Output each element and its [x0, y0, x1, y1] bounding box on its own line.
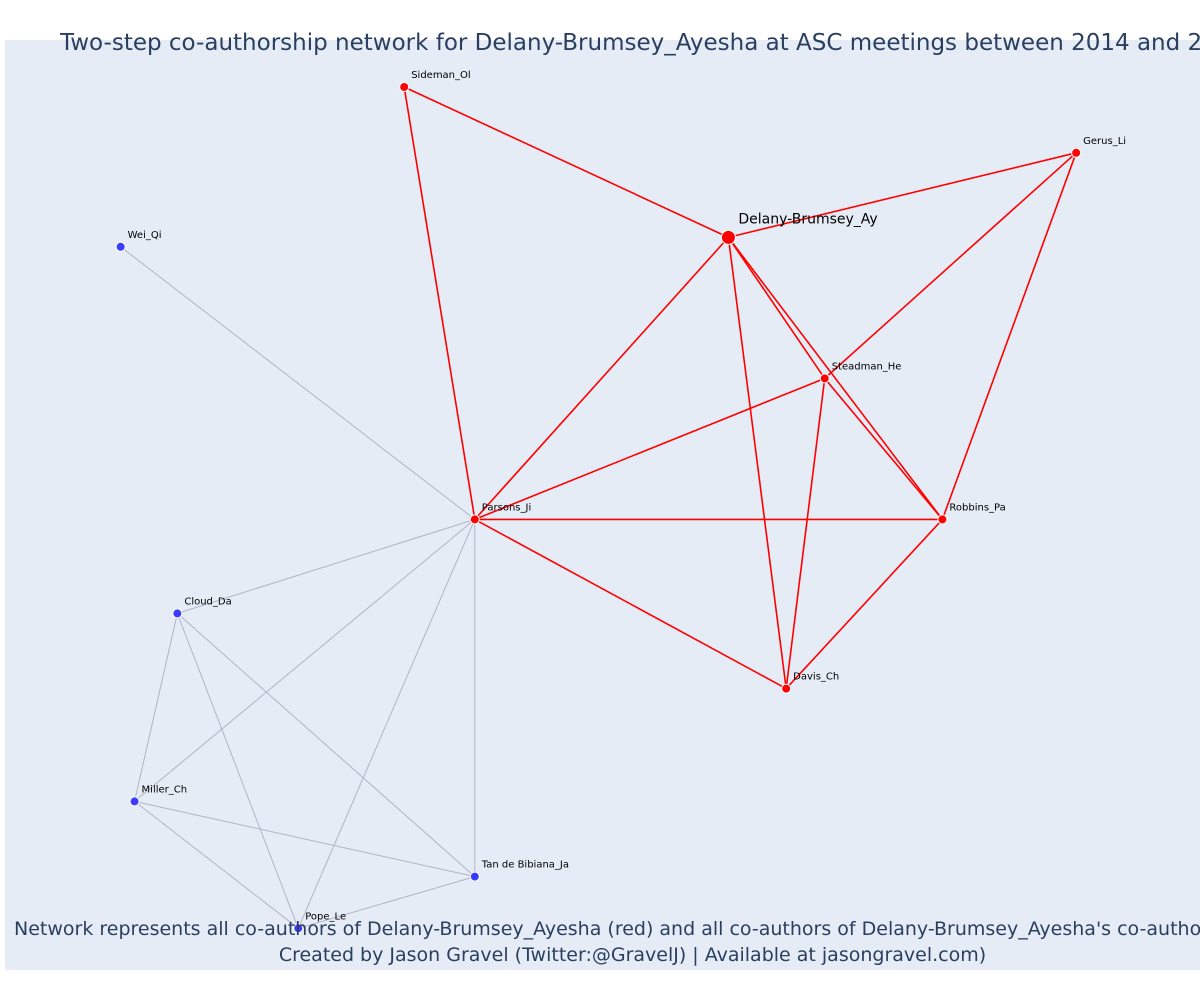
- edge-delany-brumsey-ay-parsons-ji: [474, 236, 729, 520]
- node-label-pope-le: Pope_Le: [305, 911, 346, 922]
- edge-delany-brumsey-ay-robbins-pa: [727, 236, 944, 520]
- node-steadman-he[interactable]: [819, 373, 830, 384]
- node-label-steadman-he: Steadman_He: [832, 361, 902, 372]
- node-label-miller-ch: Miller_Ch: [142, 784, 188, 795]
- edge-cloud-da-miller-ch: [134, 613, 178, 802]
- node-label-parsons-ji: Parsons_Ji: [482, 502, 531, 513]
- node-tan-de-bibiana-ja[interactable]: [469, 871, 480, 882]
- node-sideman-ol[interactable]: [399, 82, 410, 92]
- edges-layer: [120, 86, 1077, 929]
- edge-delany-brumsey-ay-davis-ch: [727, 237, 787, 689]
- node-robbins-pa[interactable]: [937, 514, 948, 525]
- node-label-wei-qi: Wei_Qi: [128, 230, 162, 241]
- node-cloud-da[interactable]: [172, 608, 183, 619]
- edge-robbins-pa-davis-ch: [785, 518, 943, 690]
- labels-layer: Delany-Brumsey_Ay Sideman_OlGerus_LiStead…: [128, 70, 1126, 922]
- edge-parsons-ji-cloud-da: [177, 518, 475, 614]
- node-label-tan-de-bibiana-ja: Tan de Bibiana_Ja: [481, 860, 569, 871]
- edge-sideman-ol-parsons-ji: [403, 86, 476, 520]
- edge-gerus-li-steadman-he: [824, 152, 1077, 379]
- edge-miller-ch-tan-de-bibiana-ja: [134, 800, 475, 878]
- edge-pope-le-tan-de-bibiana-ja: [298, 876, 475, 929]
- edge-parsons-ji-pope-le: [297, 519, 476, 929]
- node-parsons-ji[interactable]: [469, 514, 480, 525]
- node-pope-le[interactable]: [293, 923, 304, 934]
- edge-delany-brumsey-ay-sideman-ol: [403, 86, 729, 239]
- node-label-sideman-ol: Sideman_Ol: [411, 70, 470, 81]
- node-label-cloud-da: Cloud_Da: [184, 596, 231, 607]
- edge-cloud-da-pope-le: [176, 613, 299, 929]
- edge-delany-brumsey-ay-gerus-li: [728, 152, 1077, 239]
- edge-steadman-he-davis-ch: [785, 378, 826, 689]
- edge-gerus-li-robbins-pa: [941, 152, 1077, 520]
- nodes-layer: [115, 82, 1082, 934]
- node-label-gerus-li: Gerus_Li: [1083, 136, 1126, 147]
- node-label-davis-ch: Davis_Ch: [793, 672, 839, 683]
- node-label-robbins-pa: Robbins_Pa: [949, 502, 1005, 513]
- edge-parsons-ji-davis-ch: [474, 518, 787, 690]
- edge-parsons-ji-wei-qi: [120, 246, 476, 520]
- node-label-delany-brumsey-ay: Delany-Brumsey_Ay: [738, 211, 877, 227]
- edge-steadman-he-robbins-pa: [824, 377, 944, 520]
- edge-miller-ch-pope-le: [134, 801, 299, 929]
- node-wei-qi[interactable]: [115, 241, 126, 252]
- footer-credit: Created by Jason Gravel (Twitter:@Gravel…: [278, 944, 987, 966]
- node-miller-ch[interactable]: [129, 796, 140, 807]
- edge-steadman-he-parsons-ji: [474, 377, 825, 521]
- node-davis-ch[interactable]: [781, 683, 792, 694]
- chart-title: Two-step co-authorship network for Delan…: [60, 30, 1200, 56]
- edge-parsons-ji-miller-ch: [134, 519, 476, 802]
- node-delany-brumsey-ay[interactable]: [720, 229, 736, 245]
- footer-caption: Network represents all co-authors of Del…: [14, 918, 1200, 940]
- edge-delany-brumsey-ay-steadman-he: [727, 236, 826, 379]
- edge-cloud-da-tan-de-bibiana-ja: [177, 613, 476, 877]
- plot-area: [5, 40, 1200, 970]
- node-gerus-li[interactable]: [1071, 147, 1082, 158]
